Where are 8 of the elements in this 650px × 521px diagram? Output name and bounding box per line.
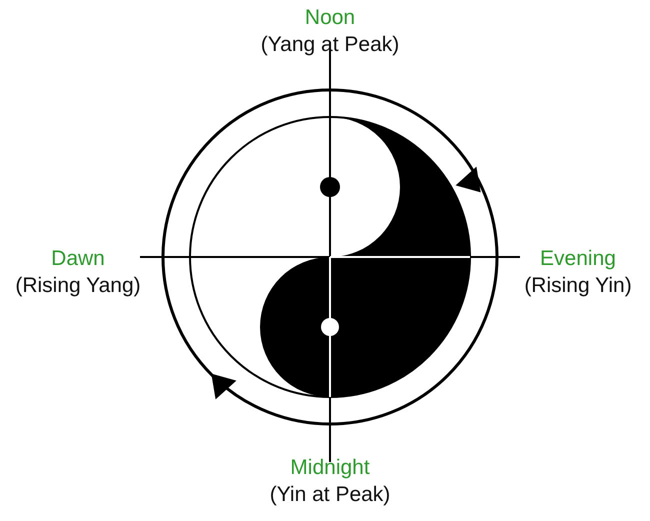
phase-label: (Rising Yang) (15, 274, 141, 298)
time-label: Evening (540, 247, 616, 271)
phase-label: (Yin at Peak) (270, 483, 390, 507)
phase-label: (Yang at Peak) (260, 33, 400, 57)
time-label: Dawn (51, 247, 105, 271)
time-label: Noon (304, 6, 356, 30)
phase-label: (Rising Yin) (524, 274, 632, 298)
time-label: Midnight (290, 456, 370, 480)
